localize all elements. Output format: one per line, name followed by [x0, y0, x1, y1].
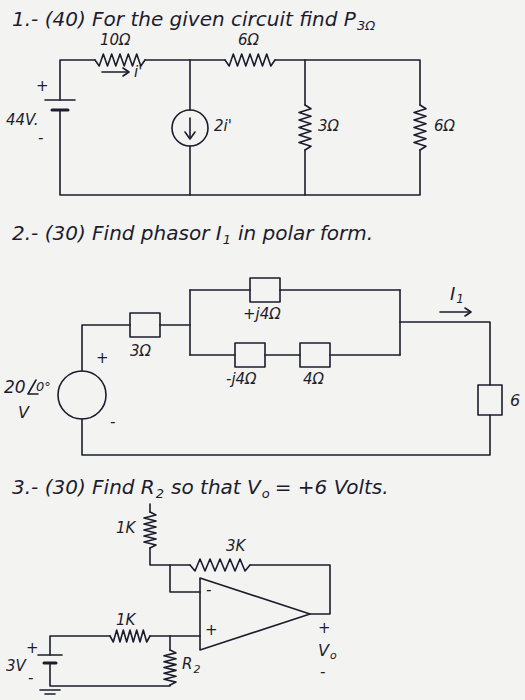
wire	[169, 636, 171, 650]
subscript: o	[330, 650, 337, 662]
problem-text: so that V	[171, 476, 261, 498]
wire	[82, 325, 130, 371]
circuit-two	[28, 278, 502, 455]
wire	[150, 635, 200, 637]
wire	[190, 354, 235, 356]
wire	[304, 150, 306, 195]
source-value: 0°	[36, 380, 51, 394]
resistor-symbol	[144, 512, 156, 548]
wire	[60, 60, 95, 100]
current-arrow	[440, 311, 470, 313]
polarity-sign: -	[38, 130, 43, 147]
source-value: 44V.	[6, 112, 38, 129]
wire	[190, 289, 250, 291]
component-value: 1K	[116, 612, 135, 629]
component-value: 1K	[116, 520, 135, 537]
polarity-sign: +	[26, 640, 39, 657]
component-value: 3K	[226, 538, 245, 555]
wire	[189, 146, 191, 195]
polarity-sign: -	[320, 664, 325, 681]
current-source-symbol	[172, 110, 208, 146]
impedance-box	[250, 278, 280, 302]
wire	[50, 636, 110, 655]
component-value: 6Ω	[238, 32, 259, 49]
source-arrow	[185, 132, 195, 139]
resistor-symbol	[299, 105, 311, 150]
component-value: -j4Ω	[226, 371, 257, 388]
output-label: V	[318, 642, 329, 660]
polarity-sign: +	[96, 350, 109, 367]
resistor-symbol	[110, 630, 150, 642]
circuit-three	[38, 504, 330, 694]
current-label: i'	[134, 64, 142, 81]
problem-text: = +6 Volts.	[275, 476, 389, 498]
component-value: +j4Ω	[243, 306, 281, 323]
resistor-symbol	[225, 54, 275, 66]
component-value: 4Ω	[303, 371, 324, 388]
component-value: 3Ω	[130, 343, 151, 360]
impedance-box	[130, 313, 160, 337]
wire	[82, 415, 490, 455]
impedance-box	[235, 343, 265, 367]
battery-plate	[38, 654, 62, 656]
wire	[189, 290, 191, 355]
source-value: 20	[4, 378, 26, 397]
circuit-one	[45, 60, 420, 195]
subscript: 2	[156, 487, 164, 501]
wire	[160, 324, 190, 326]
polarity-sign: +	[318, 620, 331, 637]
op-amp-symbol	[200, 578, 310, 650]
problem-text: 1.- (40) For the given circuit find P	[12, 8, 356, 30]
component-value: 6Ω	[434, 118, 455, 135]
subscript: 3Ω	[357, 19, 375, 33]
subscript: 1	[223, 233, 231, 247]
cut-off-text: 6	[510, 392, 520, 410]
current-arrow	[465, 308, 471, 316]
problem-text: 2.- (30) Find phasor I	[12, 222, 222, 244]
wire	[280, 289, 400, 291]
subscript: 1	[456, 293, 464, 306]
resistor-symbols	[95, 54, 426, 685]
ground-symbol	[45, 693, 55, 695]
current-label: I	[450, 284, 455, 304]
wire	[149, 504, 151, 512]
problem-text: in polar form.	[238, 222, 373, 244]
ground-symbol	[40, 689, 60, 691]
source-value: 3V	[6, 658, 26, 675]
component-value: 10Ω	[100, 32, 131, 49]
component-value: 3Ω	[318, 118, 339, 135]
voltage-source-symbol	[58, 371, 106, 419]
impedance-box	[300, 343, 330, 367]
subscript: 2	[193, 664, 200, 676]
current-arrow	[102, 71, 128, 73]
wire	[145, 59, 225, 61]
impedance-box	[478, 385, 502, 415]
polarity-sign: -	[28, 670, 33, 687]
resistor-symbol	[414, 105, 426, 150]
component-value: R	[182, 656, 192, 673]
polarity-sign: +	[36, 78, 49, 95]
pin-sign: -	[206, 582, 211, 599]
resistor-symbol	[164, 650, 176, 685]
wire	[400, 322, 490, 385]
source-value: V	[18, 404, 29, 422]
wire	[275, 60, 420, 105]
polarity-sign: -	[110, 414, 115, 431]
pin-sign: +	[205, 622, 218, 639]
resistor-symbol	[190, 559, 250, 571]
battery-plate	[45, 99, 75, 101]
wire	[265, 354, 300, 356]
wire	[330, 354, 400, 356]
wire	[189, 60, 191, 110]
wire	[150, 548, 190, 565]
problem-text: 3.- (30) Find R	[12, 476, 155, 498]
current-arrow	[123, 68, 129, 76]
wire	[50, 663, 170, 686]
source-arrow	[189, 118, 191, 138]
source-value: 2i'	[214, 118, 232, 135]
subscript: o	[262, 487, 270, 501]
wire	[60, 110, 420, 195]
wire	[304, 60, 306, 105]
